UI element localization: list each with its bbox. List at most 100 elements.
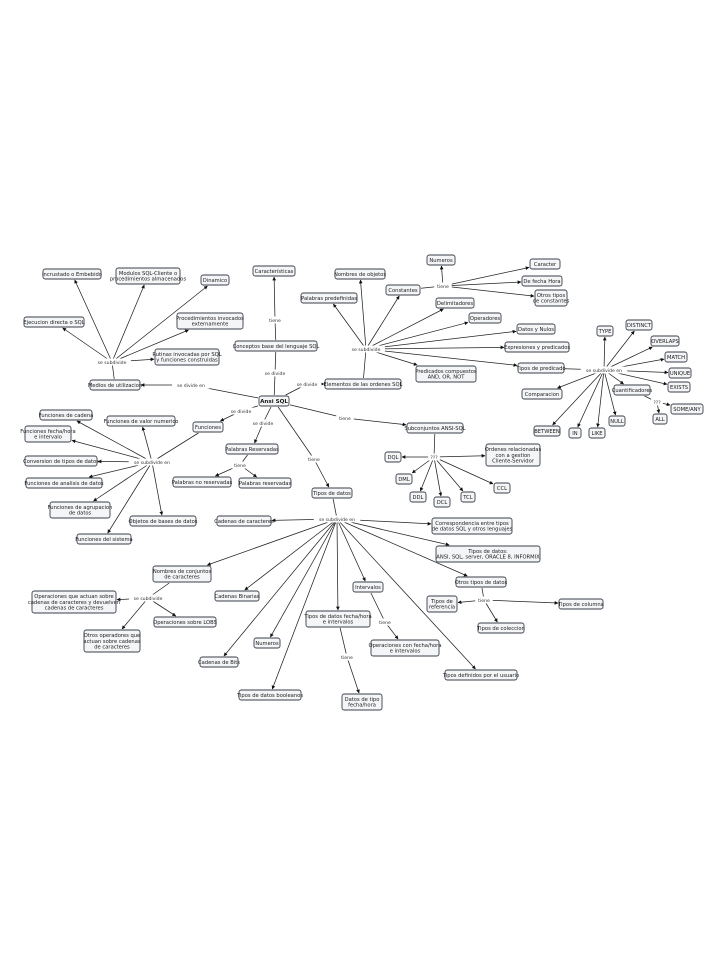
link-label-se-divide4: se divide [248,419,278,427]
concept-cuantificadores: Cuantificadores [612,384,653,396]
svg-text:DDL: DDL [413,495,424,501]
concept-func-valor-num: Funciones de valor numerico [104,415,178,427]
link-label-q-cuant: ??? [651,398,663,406]
svg-text:tiene: tiene [478,598,490,604]
concept-some-any: SOME/ANY [670,403,704,415]
link-label-tiene-car: tiene [266,316,284,324]
connector-se_subdivide_medios-incrustado [74,279,113,363]
concept-op-lobs: Operaciones sobre LOBS [153,616,217,628]
connector-se_subdivide_nombres-otros_op [121,597,149,630]
svg-text:Cliente-Servidor: Cliente-Servidor [492,458,535,464]
svg-text:Otros tipos: Otros tipos [537,293,566,299]
svg-text:???: ??? [430,455,438,461]
connector-se_subdivide_elem-constantes [365,295,400,350]
svg-text:Predicados compuestos: Predicados compuestos [415,369,477,375]
svg-text:de caracteres: de caracteres [94,644,130,650]
svg-text:de datos SQL y otros lenguajes: de datos SQL y otros lenguajes [432,527,513,533]
svg-text:Procedimientos invocados: Procedimientos invocados [176,316,244,322]
svg-text:Características: Características [255,268,294,275]
concept-conceptos: Conceptos base del lenguaje SQL [233,340,320,352]
svg-text:Otros operadores que: Otros operadores que [84,633,140,639]
concept-between: BETWEEN [533,425,561,437]
svg-text:se subdivide en: se subdivide en [134,460,170,466]
link-label-se-subdivide-medios: se subdivide [93,358,131,366]
svg-text:tiene: tiene [339,416,351,422]
link-label-tiene-otros: tiene [336,414,354,422]
connector-se_subdivide_en_func-func_sistema [107,461,153,534]
connector-se_subdivide_en_tipos-cadenas_bits [223,518,338,657]
svg-text:tiene: tiene [437,284,449,290]
concept-nombres-obj: Nombres de objetos [334,268,386,280]
concept-tipos-coleccion: Tipos de coleccion [476,622,525,634]
connector-se_subdivide_elem-delimitadores [365,308,444,350]
concept-incrustado: Incrustado o Embebido [42,268,102,280]
svg-text:Tipos de predicado: Tipos de predicado [515,366,565,372]
connector-se_subdivide_en_pred-overlaps [603,346,653,371]
link-label-se-divide3: se divide [226,407,256,415]
concept-ejecucion: Ejecucion directa o SQL [23,316,85,328]
concept-objetos-bd: Objetos de bases de datos [129,515,198,527]
svg-text:Funciones: Funciones [195,425,221,431]
svg-text:y funciones construidas: y funciones construidas [156,358,218,364]
connector-se_subdivide_en_tipos-tipos_booleanos [271,518,338,690]
svg-text:Cadenas de caracteres: Cadenas de caracteres [214,519,274,525]
svg-text:Tipos de: Tipos de [430,599,453,605]
concept-numeros-top: Numeros [426,254,456,266]
svg-text:Objetos de bases de datos: Objetos de bases de datos [129,519,198,525]
svg-text:se divide: se divide [231,409,252,415]
svg-text:DISTINCT: DISTINCT [627,323,652,329]
svg-text:tiene: tiene [341,655,353,661]
concept-caracter: Caracter [529,258,561,270]
svg-text:Ansi SQL: Ansi SQL [260,399,288,405]
connector-se_subdivide_medios-dinamico [111,285,208,363]
svg-text:Numeros: Numeros [255,641,279,647]
svg-text:Funciones de agrupacion: Funciones de agrupacion [48,505,113,511]
connector-se_subdivide_elem-expresiones [365,345,505,350]
svg-text:Expresiones y predicados: Expresiones y predicados [504,345,570,351]
connector-se_subdivide_en_func-func_fecha [71,439,153,463]
link-label-se-subdivide-en-tipos: se subdivide en [313,515,361,523]
concept-operadores: Operadores [468,312,502,324]
svg-text:e intervalos: e intervalos [390,649,421,655]
svg-text:Subconjuntos ANSI-SQL: Subconjuntos ANSI-SQL [404,426,465,432]
svg-text:Conversion de tipos de datos: Conversion de tipos de datos [23,459,99,465]
concept-palabras-reservadas: Palabras reservadas [238,477,291,489]
link-label-se-subdivide-nombres: se subdivide [129,594,167,602]
concept-medios: Medios de utilizacion [88,379,142,391]
svg-text:Datos y Nulos: Datos y Nulos [518,327,554,333]
connector-tiene_tipos-tipos_coleccion [483,599,498,623]
connector-q_sub-ddl [419,456,435,492]
concept-dcl: DCL [433,496,451,508]
svg-text:AND, OR, NOT: AND, OR, NOT [428,375,466,381]
svg-text:Operadores: Operadores [470,316,501,322]
concept-datos-nulos: Datos y Nulos [516,323,556,335]
connector-se_subdivide_en_pred-type [602,336,607,371]
connector-se_subdivide_elem-operadores [365,321,469,350]
concept-palabras-pred: Palabras predefinidas [300,292,358,304]
concept-all: ALL [652,413,668,425]
svg-text:Funciones de analisis de datos: Funciones de analisis de datos [24,481,104,487]
link-label-se-divide2: se divide [292,380,322,388]
svg-text:Modulos SQL-Cliente o: Modulos SQL-Cliente o [119,271,177,277]
concept-delimitadores: Delimitadores [435,297,475,309]
connector-se_subdivide_en_tipos-intervalos [336,518,366,582]
concept-palabras-res: Palabras Reservadas [225,443,279,455]
svg-text:Elementos de las ordenes SQL: Elementos de las ordenes SQL [324,382,403,388]
concept-dinamico: Dinamico [200,274,230,286]
svg-text:Otros tipos de datos: Otros tipos de datos [455,580,508,586]
concept-comparacion: Comparacion [521,388,563,400]
svg-text:de caracteres: de caracteres [164,575,200,581]
svg-text:Dinamico: Dinamico [203,278,227,284]
svg-text:cadenas de caracteres y devuel: cadenas de caracteres y devuelven [28,600,120,606]
svg-text:tiene: tiene [308,457,320,463]
link-label-se-subdivide-elem: se subdivide [347,345,385,353]
svg-text:DQL: DQL [388,455,399,461]
svg-text:Operaciones que actuan sobre: Operaciones que actuan sobre [34,594,113,600]
connector-se_subdivide_en_pred-between [552,369,605,426]
svg-text:se subdivide: se subdivide [134,596,163,602]
